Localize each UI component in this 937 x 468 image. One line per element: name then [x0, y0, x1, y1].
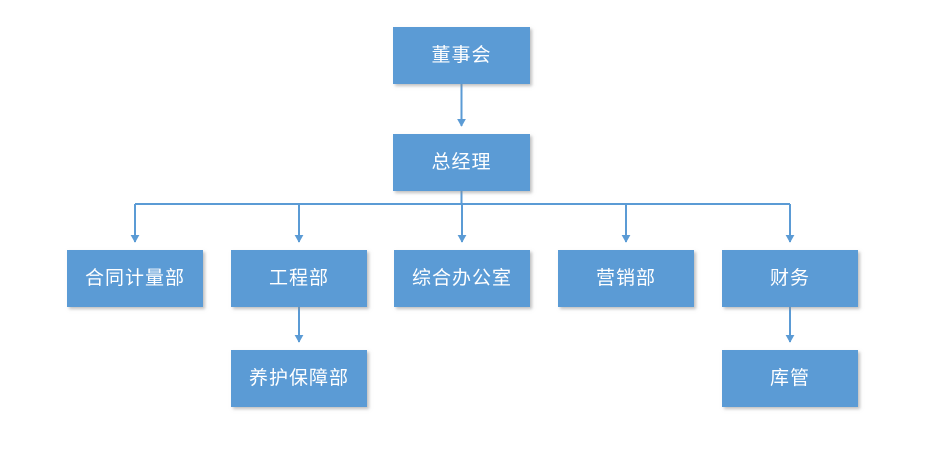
node-general-office[interactable]: 综合办公室 — [394, 250, 530, 307]
node-finance[interactable]: 财务 — [722, 250, 858, 307]
node-engineering[interactable]: 工程部 — [231, 250, 367, 307]
node-label-warehouse: 库管 — [769, 367, 810, 390]
node-contract-measurement[interactable]: 合同计量部 — [67, 250, 203, 307]
node-label-marketing: 营销部 — [595, 267, 656, 290]
node-marketing[interactable]: 营销部 — [558, 250, 694, 307]
node-label-general-office: 综合办公室 — [411, 267, 512, 290]
node-label-maintenance-support: 养护保障部 — [248, 367, 349, 390]
node-warehouse[interactable]: 库管 — [722, 350, 858, 407]
node-label-board: 董事会 — [431, 44, 492, 67]
node-label-engineering: 工程部 — [268, 267, 329, 290]
node-maintenance-support[interactable]: 养护保障部 — [231, 350, 367, 407]
node-general-manager[interactable]: 总经理 — [393, 134, 530, 191]
node-label-finance: 财务 — [769, 267, 810, 290]
edge-general-manager-bus — [135, 191, 790, 205]
node-label-contract-measurement: 合同计量部 — [84, 267, 185, 290]
node-board[interactable]: 董事会 — [393, 27, 530, 84]
node-label-general-manager: 总经理 — [431, 151, 492, 174]
